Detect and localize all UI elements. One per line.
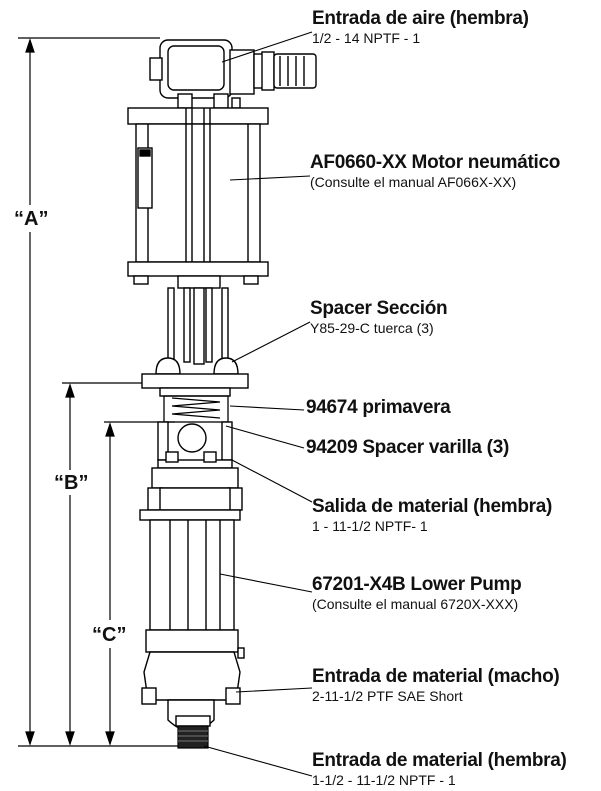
- spacer-rod-title: 94209 Spacer varilla (3): [306, 437, 509, 458]
- callout-spring: 94674 primavera: [306, 397, 451, 419]
- callout-motor: AF0660-XX Motor neumático (Consulte el m…: [310, 152, 560, 190]
- motor-manual: (Consulte el manual AF066X-XX): [310, 173, 517, 190]
- spring: [163, 395, 229, 423]
- material-outlet-title: Salida de material (hembra): [312, 496, 553, 517]
- lower-pump-title: 67201-X4B Lower Pump: [312, 574, 522, 595]
- tie-rods: [155, 287, 239, 375]
- motor-title: AF0660-XX Motor neumático: [310, 152, 561, 173]
- callout-spacer-section: Spacer Sección Y85-29-C tuerca (3): [310, 298, 448, 336]
- dimension-b-label: “B”: [54, 472, 89, 494]
- lower-pump: [139, 467, 245, 659]
- dimension-c-label: “C”: [92, 624, 127, 646]
- leader-lines: [203, 31, 313, 777]
- callout-material-inlet-female: Entrada de material (hembra) 1-1/2 - 11-…: [312, 750, 567, 788]
- spacer-section-title: Spacer Sección: [310, 298, 448, 319]
- material-inlet-housing: [141, 651, 241, 732]
- callout-air-inlet: Entrada de aire (hembra) 1/2 - 14 NPTF -…: [312, 8, 529, 46]
- material-outlet-spec: 1 - 11-1/2 NPTF- 1: [312, 517, 428, 534]
- callout-lower-pump: 67201-X4B Lower Pump (Consulte el manual…: [312, 574, 522, 612]
- air-motor: [127, 107, 269, 289]
- dimension-a-label: “A”: [14, 208, 49, 230]
- spring-title: 94674 primavera: [306, 397, 451, 418]
- spacer-section: [141, 373, 249, 397]
- dimension-lines: [18, 37, 200, 747]
- spacer-section-spec: Y85-29-C tuerca (3): [310, 319, 434, 336]
- callout-material-outlet: Salida de material (hembra) 1 - 11-1/2 N…: [312, 496, 552, 534]
- material-inlet-male-title: Entrada de material (macho): [312, 666, 560, 687]
- air-valve-head: [149, 39, 317, 109]
- callout-material-inlet-male: Entrada de material (macho) 2-11-1/2 PTF…: [312, 666, 560, 704]
- coupler: [157, 421, 233, 469]
- callout-spacer-rod: 94209 Spacer varilla (3): [306, 437, 509, 459]
- lower-pump-manual: (Consulte el manual 6720X-XXX): [312, 595, 519, 612]
- air-inlet-spec: 1/2 - 14 NPTF - 1: [312, 29, 421, 46]
- material-inlet-female-title: Entrada de material (hembra): [312, 750, 567, 771]
- inlet-thread: [177, 725, 209, 749]
- air-inlet-title: Entrada de aire (hembra): [312, 8, 529, 29]
- material-inlet-male-spec: 2-11-1/2 PTF SAE Short: [312, 687, 463, 704]
- material-inlet-female-spec: 1-1/2 - 11-1/2 NPTF - 1: [312, 771, 456, 788]
